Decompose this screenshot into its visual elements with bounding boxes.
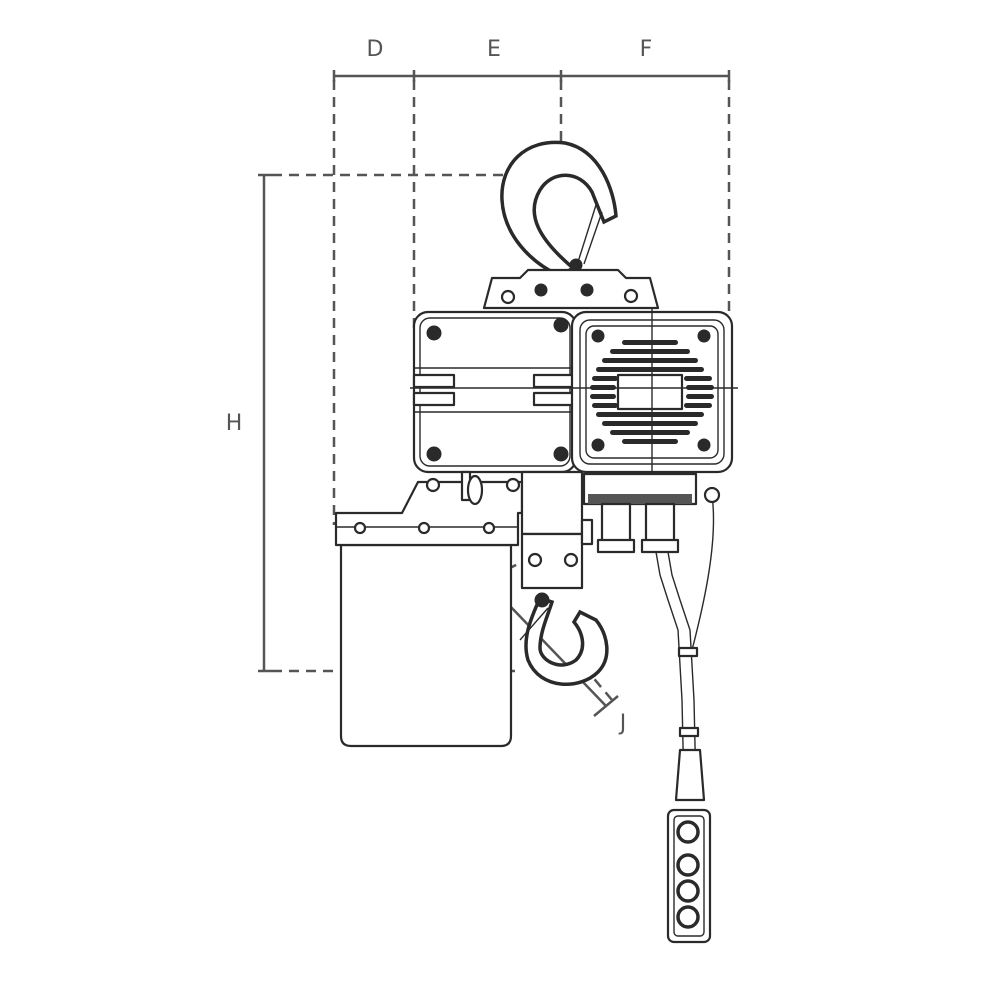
vent-grille xyxy=(590,340,714,444)
cable-glands xyxy=(580,472,698,554)
suspension-bracket xyxy=(482,268,660,310)
dimension-label-h: H xyxy=(226,411,243,436)
dimension-label-e: E xyxy=(487,37,501,62)
chain-bag xyxy=(334,477,524,748)
chain-guide xyxy=(460,470,584,590)
top-hook xyxy=(500,140,618,278)
dimension-label-j: J xyxy=(618,711,627,736)
control-box xyxy=(410,308,738,475)
dimension-label-f: F xyxy=(640,37,653,62)
bottom-hook xyxy=(519,592,609,686)
pendant-control xyxy=(666,808,712,944)
motor-housing xyxy=(412,310,578,474)
dimension-label-d: D xyxy=(367,37,384,62)
pendant-cable xyxy=(655,486,721,802)
